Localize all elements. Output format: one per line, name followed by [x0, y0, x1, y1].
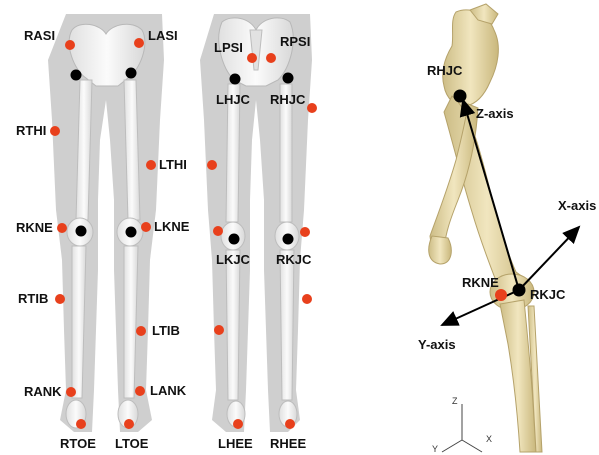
label-3d-rkjc: RKJC	[530, 287, 566, 302]
back-right-hip-center	[283, 73, 294, 84]
label-lkne: LKNE	[154, 219, 190, 234]
marker-back-rtib	[302, 294, 312, 304]
x-axis-line	[519, 227, 579, 290]
label-rasi: RASI	[24, 28, 55, 43]
label-lkjc: LKJC	[216, 252, 251, 267]
front-right-knee-center	[76, 226, 87, 237]
label-lthi: LTHI	[159, 157, 187, 172]
label-3d-rkne: RKNE	[462, 275, 499, 290]
triad-y-label: Y	[432, 444, 438, 454]
label-rtib: RTIB	[18, 291, 48, 306]
back-left-knee-center	[229, 234, 240, 245]
label-rpsi: RPSI	[280, 34, 310, 49]
marker-ltib	[136, 326, 146, 336]
marker-lasi	[134, 38, 144, 48]
front-left-knee-center	[126, 227, 137, 238]
side-3d-panel: RHJC Z-axis X-axis RKNE RKJC Y-axis Z Y …	[418, 4, 596, 454]
marker-lhee	[233, 419, 243, 429]
marker-rkne	[57, 223, 67, 233]
label-rthi: RTHI	[16, 123, 46, 138]
3d-other-knee	[429, 236, 452, 264]
label-ltib: LTIB	[152, 323, 180, 338]
marker-rank	[66, 387, 76, 397]
marker-back-ltib	[214, 325, 224, 335]
marker-back-rthi	[307, 103, 317, 113]
label-3d-rhjc: RHJC	[427, 63, 463, 78]
3d-pelvis-bone	[443, 10, 499, 106]
back-left-hip-center	[230, 74, 241, 85]
label-lank: LANK	[150, 383, 187, 398]
marker-back-lthi	[207, 160, 217, 170]
label-lhjc: LHJC	[216, 92, 251, 107]
label-rkne: RKNE	[16, 220, 53, 235]
marker-back-lkne	[213, 226, 223, 236]
label-y-axis: Y-axis	[418, 337, 456, 352]
3d-knee-marker	[495, 289, 507, 301]
marker-rtoe	[76, 419, 86, 429]
3d-hip-center	[454, 90, 467, 103]
label-x-axis: X-axis	[558, 198, 596, 213]
marker-lpsi	[247, 53, 257, 63]
triad-z-label: Z	[452, 396, 458, 406]
3d-knee-center	[513, 284, 526, 297]
coordinate-triad: Z Y X	[432, 396, 492, 454]
marker-rasi	[65, 40, 75, 50]
marker-back-rkne	[300, 227, 310, 237]
label-rank: RANK	[24, 384, 62, 399]
front-view-panel: RASI LASI RTHI LTHI RKNE LKNE RTIB LTIB …	[16, 14, 190, 451]
label-lhee: LHEE	[218, 436, 253, 451]
back-left-tibia	[226, 250, 240, 400]
front-right-hip-center	[71, 70, 82, 81]
back-right-knee-center	[283, 234, 294, 245]
marker-lthi	[146, 160, 156, 170]
marker-rtib	[55, 294, 65, 304]
label-lasi: LASI	[148, 28, 178, 43]
label-ltoe: LTOE	[115, 436, 149, 451]
back-right-tibia	[280, 250, 294, 400]
label-z-axis: Z-axis	[476, 106, 514, 121]
marker-lkne	[141, 222, 151, 232]
marker-rhee	[285, 419, 295, 429]
back-view-panel: LPSI RPSI LHJC RHJC LKJC RKJC LHEE RHEE	[200, 14, 317, 451]
label-rtoe: RTOE	[60, 436, 96, 451]
label-rhjc: RHJC	[270, 92, 306, 107]
label-rkjc: RKJC	[276, 252, 312, 267]
triad-x-label: X	[486, 434, 492, 444]
label-rhee: RHEE	[270, 436, 306, 451]
front-left-hip-center	[126, 68, 137, 79]
marker-rthi	[50, 126, 60, 136]
marker-lank	[135, 386, 145, 396]
marker-rpsi	[266, 53, 276, 63]
label-lpsi: LPSI	[214, 40, 243, 55]
marker-ltoe	[124, 419, 134, 429]
